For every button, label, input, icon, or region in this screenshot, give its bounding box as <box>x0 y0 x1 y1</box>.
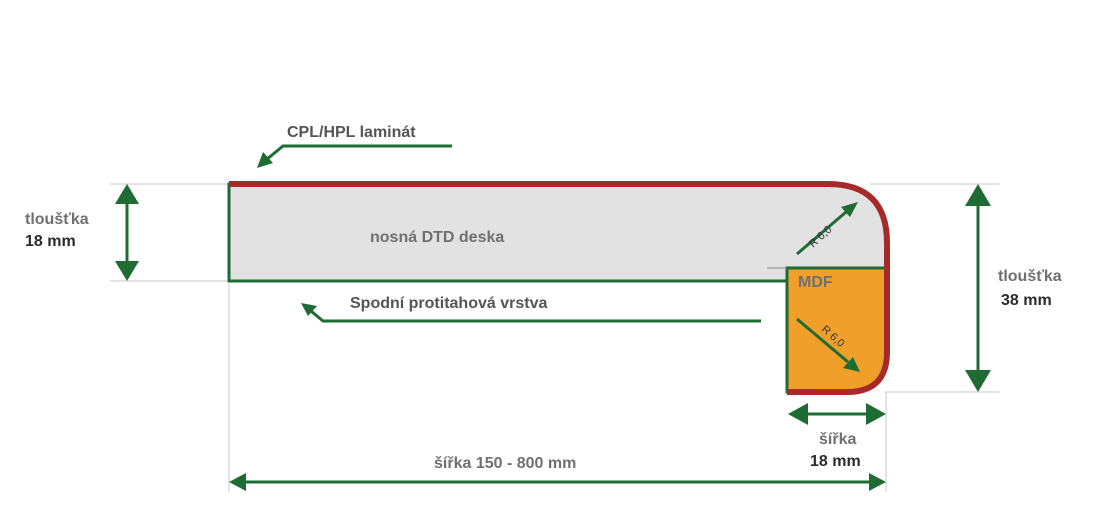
right-thickness-title: tloušťka <box>998 268 1062 285</box>
laminate-pointer-arrow <box>257 144 452 168</box>
mdf-label: MDF <box>798 274 833 291</box>
total-width-label: šířka 150 - 800 mm <box>434 455 576 472</box>
right-thickness-dimension-arrow <box>965 184 991 392</box>
edge-width-dimension-arrow <box>788 403 886 425</box>
backing-layer-pointer-arrow <box>301 303 761 323</box>
core-board-shape <box>227 182 889 283</box>
left-thickness-title: tloušťka <box>25 211 89 228</box>
edge-width-value: 18 mm <box>810 453 861 470</box>
laminate-label: CPL/HPL laminát <box>287 124 416 141</box>
backing-layer-label: Spodní protitahová vrstva <box>350 295 547 312</box>
total-width-dimension-arrow <box>229 473 886 491</box>
right-thickness-value: 38 mm <box>1001 292 1052 309</box>
left-thickness-dimension-arrow <box>115 184 139 281</box>
radius-arrow-bottom <box>796 317 860 372</box>
core-board-label: nosná DTD deska <box>370 229 504 246</box>
left-thickness-value: 18 mm <box>25 233 76 250</box>
extension-lines <box>110 183 1000 492</box>
edge-width-title: šířka <box>819 431 856 448</box>
radius-arrow-top <box>796 202 858 256</box>
laminate-layer <box>229 181 890 395</box>
